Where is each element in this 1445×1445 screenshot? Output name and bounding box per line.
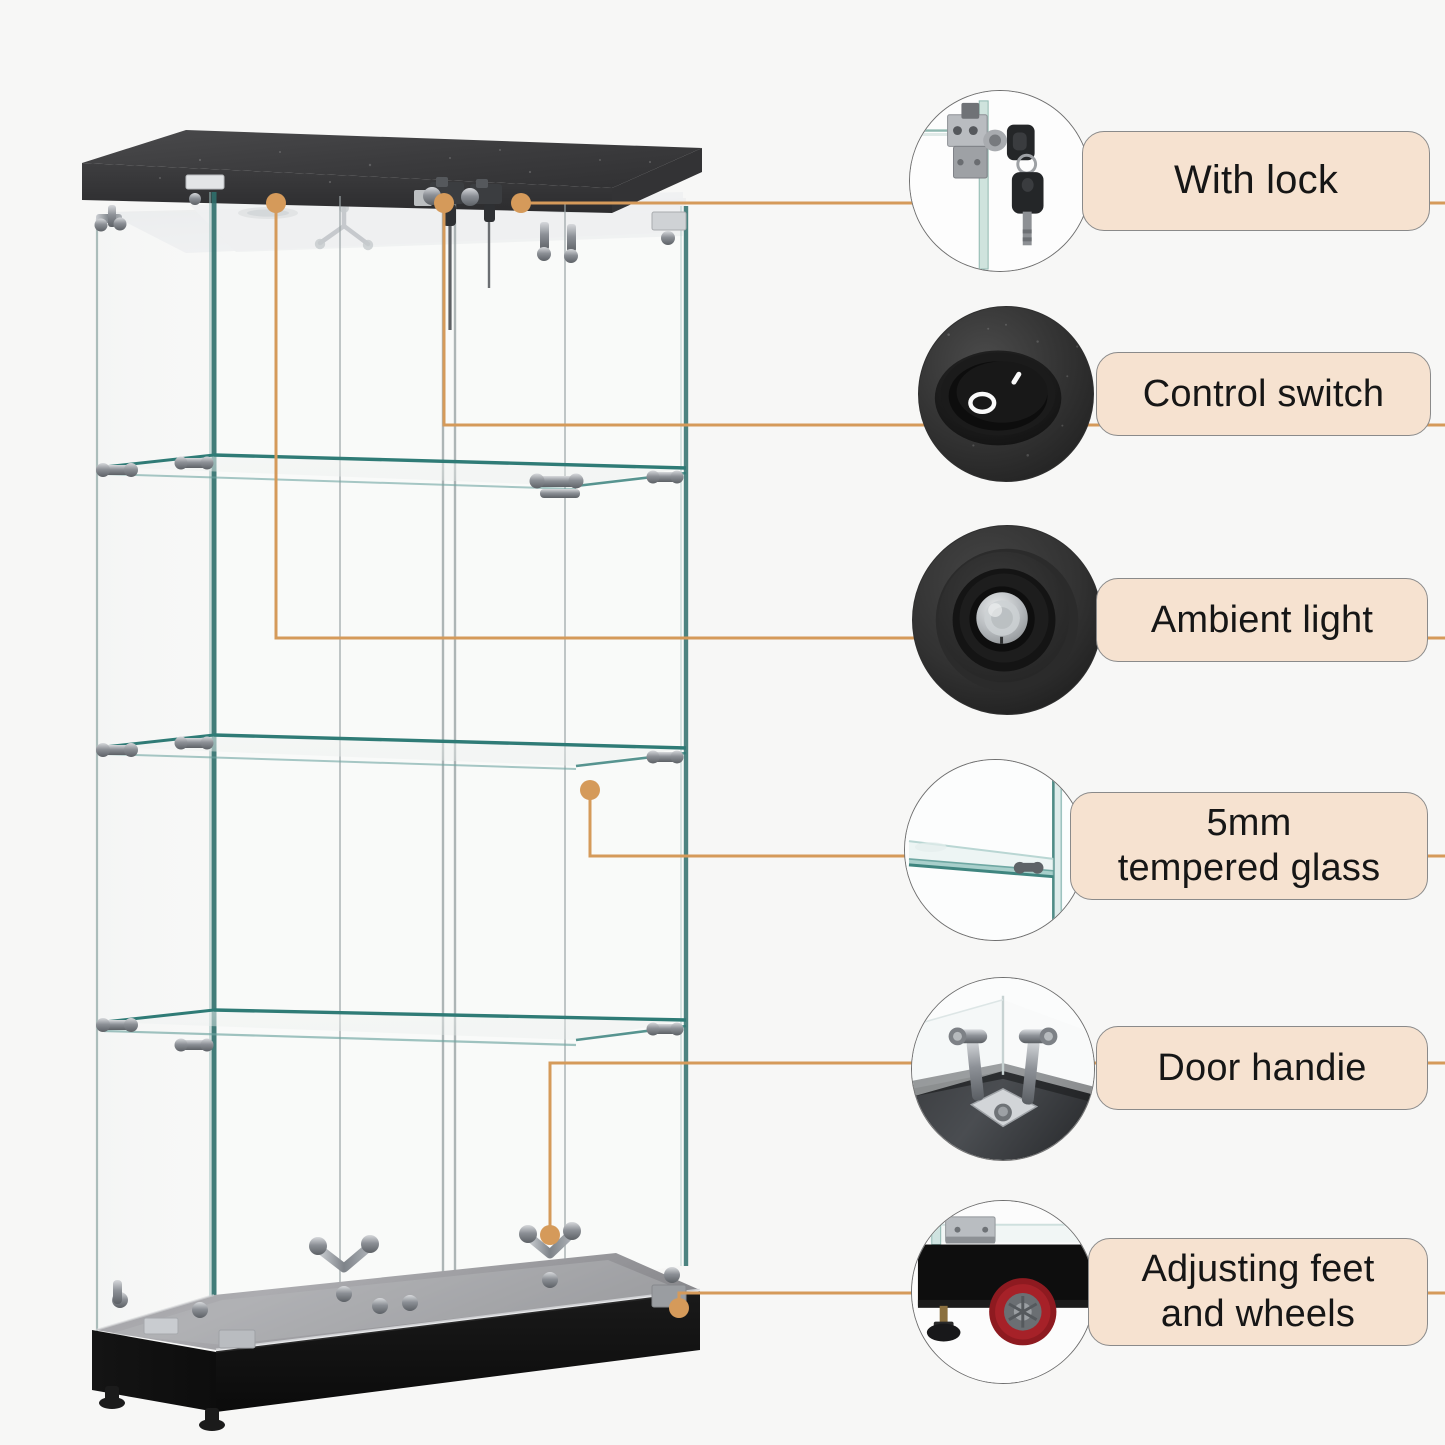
anchor-dot-with-lock <box>511 193 531 213</box>
leveling-foot-and-caster-icon <box>912 1201 1094 1383</box>
callout-pill-with-lock: With lock <box>1082 131 1430 231</box>
anchor-dot-tempered-glass <box>580 780 600 800</box>
rocker-switch-icon <box>919 307 1093 481</box>
door-handle-clamp-icon <box>912 978 1094 1160</box>
callout-bubble-control-switch <box>918 306 1094 482</box>
anchor-dot-door-handle <box>540 1225 560 1245</box>
anchor-dot-control-switch <box>434 193 454 213</box>
callout-pill-ambient-light: Ambient light <box>1096 578 1428 662</box>
callout-bubble-ambient-light <box>912 525 1102 715</box>
recessed-spotlight-icon <box>913 526 1101 714</box>
callout-bubble-with-lock <box>909 90 1091 272</box>
callout-bubble-adjusting-feet <box>911 1200 1095 1384</box>
callout-pill-adjusting-feet: Adjusting feet and wheels <box>1088 1238 1428 1346</box>
anchor-dot-adjusting-feet <box>669 1298 689 1318</box>
lock-and-keys-icon <box>910 91 1090 271</box>
callout-bubble-door-handle <box>911 977 1095 1161</box>
callout-pill-control-switch: Control switch <box>1096 352 1431 436</box>
callout-pill-door-handle: Door handie <box>1096 1026 1428 1110</box>
callout-bubble-tempered-glass <box>904 759 1086 941</box>
glass-shelf-edge-icon <box>905 760 1085 940</box>
callout-pill-tempered-glass: 5mm tempered glass <box>1070 792 1428 900</box>
anchor-dot-ambient-light <box>266 193 286 213</box>
